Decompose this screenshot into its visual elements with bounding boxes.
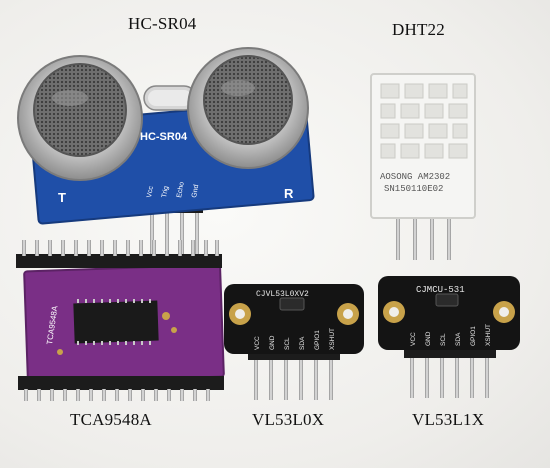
label-vl53l1x: VL53L1X bbox=[412, 410, 485, 429]
hcsr04-pin-trig: Trig bbox=[161, 185, 170, 198]
vl53l1x-pin-gnd: GND bbox=[425, 331, 432, 346]
hcsr04-silkscreen: HC-SR04 bbox=[140, 131, 188, 143]
tca-top-header bbox=[16, 240, 222, 268]
hcsr04-r-mark: R bbox=[284, 186, 294, 201]
dht22-pins bbox=[396, 210, 451, 260]
vl53l1x-silkscreen: CJMCU-531 bbox=[416, 285, 465, 295]
tca9548a-board: TCA9548A bbox=[16, 240, 225, 401]
vl53l0x-silkscreen: CJVL53L0XV2 bbox=[256, 290, 309, 299]
dht22-marking-line2: SN150110E02 bbox=[384, 184, 443, 194]
label-vl53l0x: VL53L0X bbox=[252, 410, 325, 429]
hcsr04-t-mark: T bbox=[58, 190, 66, 205]
label-dht22: DHT22 bbox=[392, 20, 445, 39]
vl53l0x-pins bbox=[254, 356, 333, 400]
vl53l1x-pcb bbox=[378, 276, 520, 350]
vl53l1x-pin-gpio1: GPIO1 bbox=[470, 326, 477, 346]
hcsr04-crystal bbox=[143, 85, 197, 111]
vl53l0x-pin-sda: SDA bbox=[299, 336, 306, 350]
vl53l0x-pin-xshut: XSHUT bbox=[329, 328, 336, 350]
vl53l0x-pin-vcc: VCC bbox=[254, 336, 261, 350]
tca-bottom-header bbox=[18, 376, 224, 401]
label-tca9548a: TCA9548A bbox=[70, 410, 152, 429]
vl53l0x-pcb bbox=[224, 284, 364, 354]
vl53l0x-board: CJVL53L0XV2 VCC GND SCL SDA GPIO1 XSHUT bbox=[224, 284, 364, 400]
hcsr04-transducer-right bbox=[187, 47, 309, 169]
vl53l0x-pin-gpio1: GPIO1 bbox=[314, 330, 321, 350]
hcsr04-pin-echo: Echo bbox=[176, 181, 186, 198]
vl53l1x-pin-scl: SCL bbox=[440, 333, 447, 346]
vl53l1x-pin-vcc: VCC bbox=[410, 332, 417, 346]
hcsr04-board: HC-SR04 T R Vcc Trig Echo Gnd bbox=[17, 47, 315, 263]
vl53l1x-board: CJMCU-531 VCC GND SCL SDA GPIO1 XSHUT bbox=[378, 276, 520, 398]
dht22-vent-grid bbox=[380, 83, 468, 159]
label-hcsr04: HC-SR04 bbox=[128, 14, 197, 33]
tca-chip bbox=[73, 299, 159, 345]
hcsr04-pin-vcc: Vcc bbox=[146, 185, 155, 198]
hcsr04-transducer-left bbox=[17, 55, 143, 181]
vl53l1x-pins bbox=[410, 352, 489, 398]
vl53l1x-pin-xshut: XSHUT bbox=[485, 324, 492, 346]
vl53l1x-pin-sda: SDA bbox=[455, 332, 462, 346]
vl53l0x-pin-gnd: GND bbox=[269, 335, 276, 350]
dht22-sensor: AOSONG AM2302 SN150110E02 bbox=[370, 73, 476, 260]
vl53l0x-pin-scl: SCL bbox=[284, 337, 291, 350]
hcsr04-pin-gnd: Gnd bbox=[191, 184, 200, 198]
dht22-marking-line1: AOSONG AM2302 bbox=[380, 172, 450, 182]
